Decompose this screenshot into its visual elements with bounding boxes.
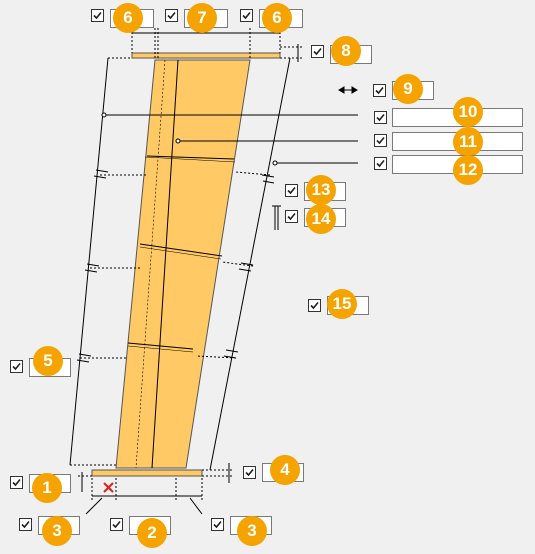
checkbox-top-center-7[interactable] (165, 9, 178, 22)
checkbox-line-11[interactable] (374, 134, 387, 147)
callout-badge-bottom-2: 2 (137, 518, 167, 548)
callout-badge-line-10: 10 (453, 97, 483, 127)
callout-badge-top-right-6: 6 (262, 3, 292, 33)
checkbox-bottom-right-4[interactable] (243, 466, 256, 479)
callout-badge-top-center-7: 7 (187, 3, 217, 33)
checkbox-bottom-3-left[interactable] (19, 518, 32, 531)
checkbox-bottom-left-1[interactable] (10, 476, 23, 489)
bottom-plate (91, 469, 203, 477)
checkbox-bottom-3-right[interactable] (211, 518, 224, 531)
double-arrow-icon (338, 86, 358, 94)
checkbox-top-left-6[interactable] (91, 9, 104, 22)
checkbox-line-12[interactable] (374, 157, 387, 170)
checkbox-left-5[interactable] (10, 360, 23, 373)
callout-badge-left-5: 5 (33, 346, 63, 376)
callout-badge-top-left-6: 6 (113, 3, 143, 33)
vertical-dimension-icon (272, 205, 281, 230)
callout-badge-line-11: 11 (453, 127, 483, 157)
checkbox-side-15[interactable] (308, 299, 321, 312)
callout-badge-bottom-right-4: 4 (270, 455, 300, 485)
callout-badge-bottom-left-1: 1 (32, 473, 62, 503)
callout-badge-line-12: 12 (453, 155, 483, 185)
top-plate (131, 52, 281, 59)
checkbox-top-offset-8[interactable] (311, 45, 324, 58)
checkbox-side-14[interactable] (285, 210, 298, 223)
callout-badge-bottom-3-left: 3 (42, 516, 72, 546)
panel-body (115, 59, 251, 469)
checkbox-side-13[interactable] (285, 184, 298, 197)
callout-badge-side-15: 15 (327, 289, 357, 319)
checkbox-horizontal-9[interactable] (373, 84, 386, 97)
checkbox-top-right-6[interactable] (240, 9, 253, 22)
callout-badge-side-14: 14 (306, 204, 336, 234)
checkbox-bottom-2[interactable] (110, 518, 123, 531)
callout-badge-horizontal-9: 9 (393, 74, 423, 104)
callout-badge-side-13: 13 (306, 175, 336, 205)
callout-badge-bottom-3-right: 3 (237, 516, 267, 546)
checkbox-line-10[interactable] (374, 111, 387, 124)
callout-badge-top-offset-8: 8 (331, 36, 361, 66)
red-cross-icon (103, 482, 114, 493)
